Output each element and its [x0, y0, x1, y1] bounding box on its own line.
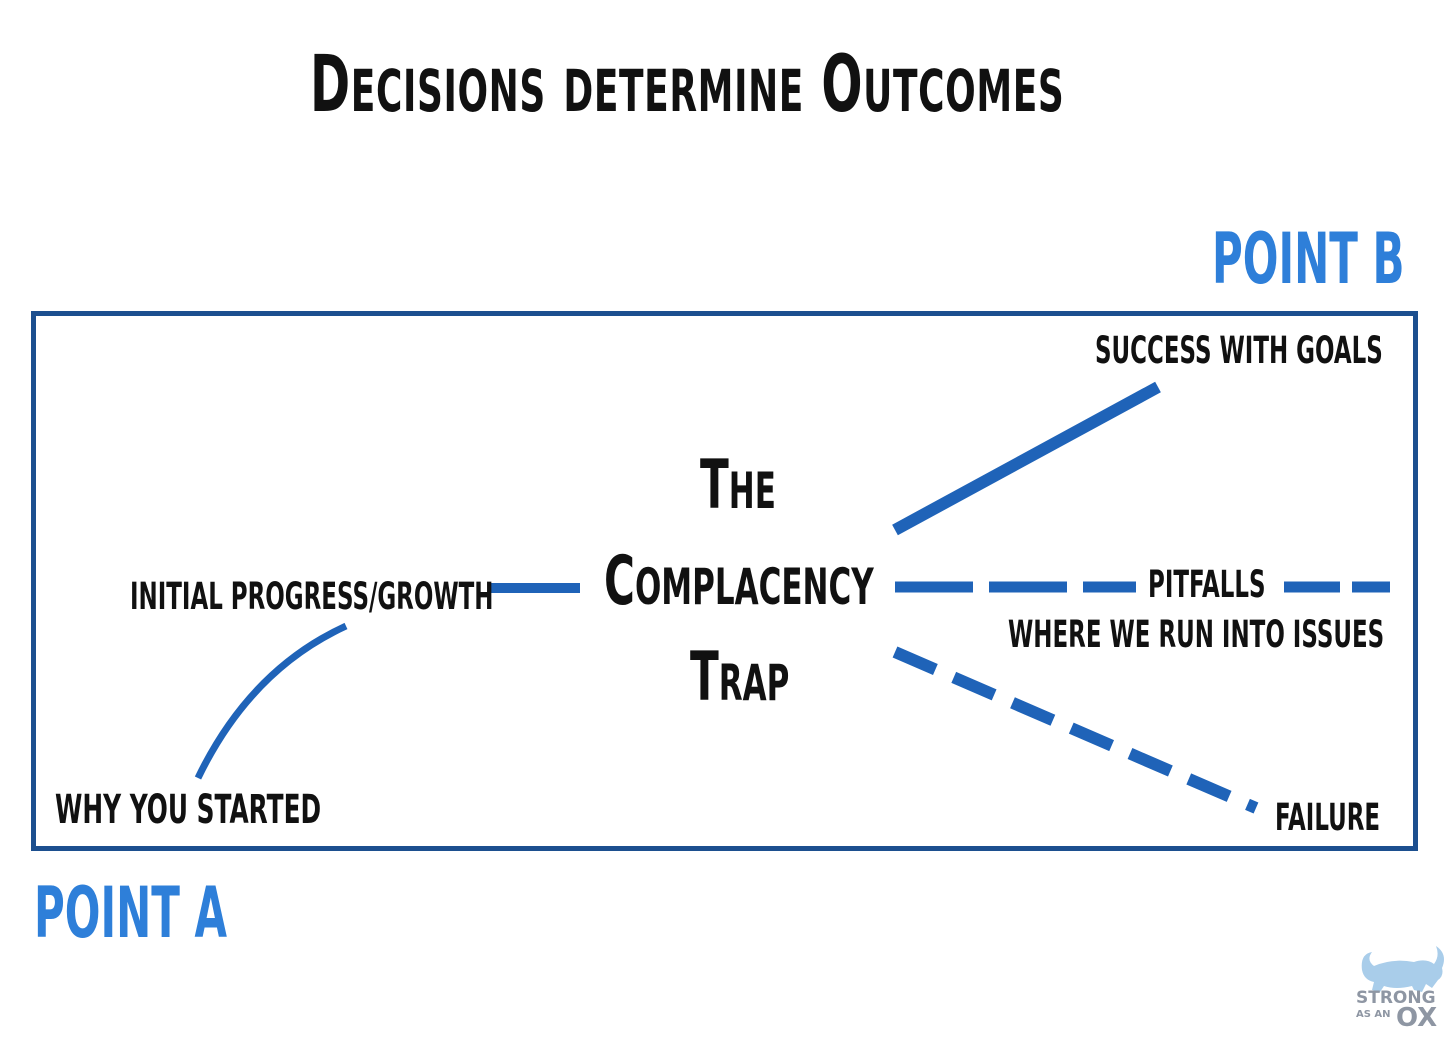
- logo-text-ox: OX: [1396, 1003, 1438, 1033]
- page-title: DECISIONS DETERMINE OUTCOMES: [310, 46, 1064, 124]
- point-b-label: POINT B: [1212, 218, 1405, 300]
- trap-complacency-rest: OMPLACENCY: [634, 558, 874, 616]
- title-initial-d: D: [310, 40, 351, 130]
- dashed-line-trap-to-failure: [892, 646, 1259, 814]
- trap-trap-initial: T: [690, 638, 719, 717]
- trap-the-rest: HE: [728, 462, 776, 520]
- trap-complacency-initial: C: [604, 542, 635, 621]
- title-word-outcomes: UTCOMES: [863, 57, 1065, 125]
- title-initial-o: O: [821, 40, 864, 130]
- pitfalls-label: PITFALLS: [1148, 563, 1266, 606]
- logo-text-as-an: AS AN: [1356, 1009, 1391, 1020]
- trap-line-the: THE: [700, 452, 776, 520]
- logo-text-strong: STRONG: [1356, 988, 1436, 1008]
- trap-the-initial: T: [700, 446, 729, 525]
- point-a-label: POINT A: [34, 872, 228, 954]
- title-word-determine: DETERMINE: [563, 57, 804, 125]
- success-with-goals-label: SUCCESS WITH GOALS: [1095, 329, 1383, 372]
- failure-label: FAILURE: [1275, 796, 1381, 839]
- where-we-run-into-issues-label: WHERE WE RUN INTO ISSUES: [1008, 613, 1385, 656]
- trap-trap-rest: RAP: [718, 654, 790, 712]
- bull-icon: [1361, 946, 1444, 992]
- why-you-started-label: WHY YOU STARTED: [55, 787, 322, 833]
- title-word-decisions: ECISIONS: [350, 57, 546, 125]
- line-trap-to-success: [892, 381, 1161, 536]
- trap-line-complacency: COMPLACENCY: [604, 548, 874, 616]
- initial-progress-label: INITIAL PROGRESS/GROWTH: [130, 575, 494, 618]
- diagram-frame: [31, 311, 1418, 851]
- curve-why-to-initial: [194, 622, 348, 780]
- trap-line-trap: TRAP: [690, 644, 789, 712]
